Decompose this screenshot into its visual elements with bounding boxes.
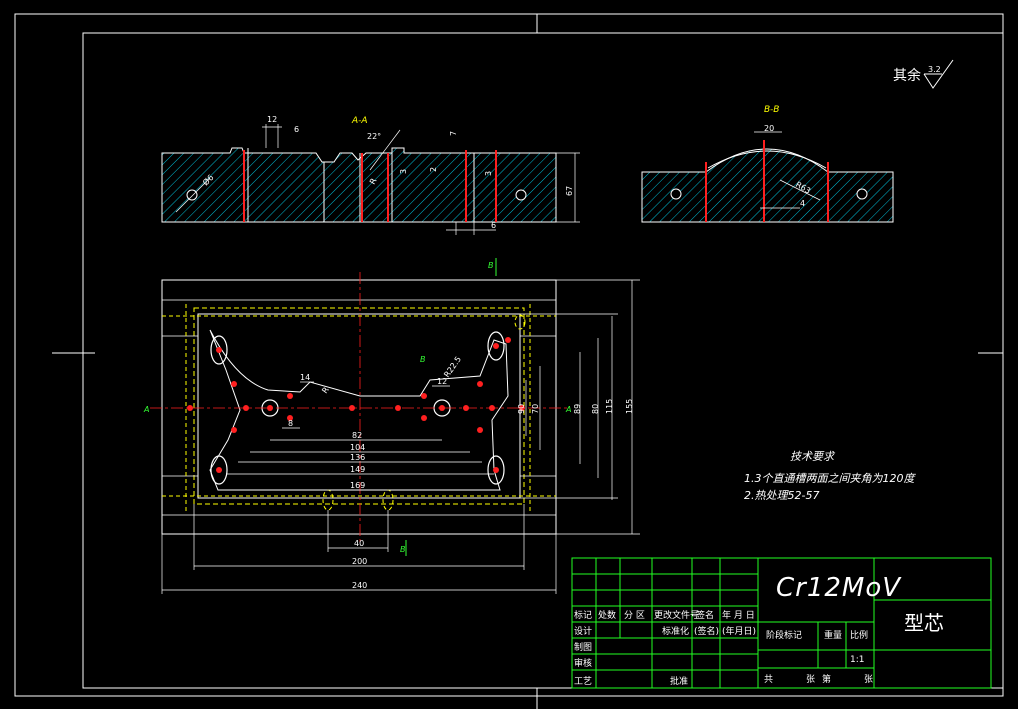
dim-aa-12: 12	[267, 115, 277, 124]
tb-approve: 批准	[670, 675, 688, 687]
dim-plan-115: 115	[605, 399, 614, 414]
tb-sheet-label: 张	[806, 674, 815, 685]
dim-bb-20: 20	[764, 124, 774, 133]
roughness-value: 3.2	[928, 65, 941, 74]
tb-review: 审核	[574, 657, 592, 669]
dim-plan-8: 8	[288, 419, 293, 428]
section-aa-body	[161, 147, 557, 223]
tb-sign-paren: (签名)	[694, 625, 719, 637]
dim-plan-90: 90	[517, 404, 526, 414]
inner-frame	[82, 32, 1004, 689]
dim-plan-80: 80	[591, 404, 600, 414]
tb-count: 处数	[598, 609, 616, 621]
section-bb-body	[641, 148, 894, 223]
dim-aa-r: R	[368, 176, 379, 186]
tb-sign: 签名	[696, 609, 714, 621]
tb-stage: 阶段标记	[766, 629, 802, 641]
dim-plan-12: 12	[437, 377, 447, 386]
dim-aa-2: 2	[429, 167, 438, 172]
dim-plan-14: 14	[300, 373, 310, 382]
dim-plan-r22: R22.5	[442, 355, 463, 379]
tb-drafting: 制图	[574, 641, 592, 653]
roughness-note: 其余	[893, 67, 921, 84]
tb-design: 设计	[574, 625, 592, 637]
dim-plan-r: R	[320, 385, 331, 395]
dim-aa-3a: 3	[399, 169, 408, 174]
dim-aa-67: 67	[565, 186, 574, 196]
tb-weight: 重量	[824, 629, 842, 641]
dim-aa-7: 7	[449, 131, 458, 136]
section-bb-label: B-B	[764, 105, 779, 115]
dim-plan-89: 89	[573, 404, 582, 414]
view-mark-b-detail: B	[420, 355, 426, 364]
tb-sheet-label2: 张	[864, 674, 873, 685]
dim-plan-136: 136	[350, 453, 365, 462]
view-mark-b-top: B	[488, 261, 494, 270]
dim-plan-240: 240	[352, 581, 367, 590]
tb-date: 年 月 日	[722, 609, 755, 621]
tb-standardize: 标准化	[662, 625, 689, 637]
roughness-symbol: 其余 3.2	[893, 59, 954, 89]
plan-view: A A B B B 14 12 8 82	[143, 258, 640, 594]
dim-plan-82: 82	[352, 431, 362, 440]
material-text: Cr12MoV	[776, 573, 902, 603]
tb-mark: 标记	[574, 609, 592, 621]
title-block-text: Cr12MoV 型芯 标记 处数 分 区 更改文件号 签名 年 月 日 设计 标…	[574, 573, 944, 687]
view-mark-a-right: A	[565, 405, 571, 414]
tb-zone: 分 区	[624, 610, 645, 621]
view-mark-b-bottom: B	[400, 545, 406, 554]
section-aa-label: A-A	[351, 116, 368, 126]
title-block	[571, 557, 992, 689]
part-name-text: 型芯	[904, 611, 944, 635]
dim-plan-149: 149	[350, 465, 365, 474]
tech-requirements: 技术要求 1.3个直通槽两面之间夹角为120度 2.热处理52-57	[744, 450, 916, 502]
tb-scale-value: 1:1	[850, 655, 864, 665]
tb-process: 工艺	[574, 676, 592, 687]
dim-plan-104: 104	[350, 443, 365, 452]
dim-plan-200: 200	[352, 557, 367, 566]
tb-change-doc: 更改文件号	[654, 609, 699, 621]
dim-plan-70: 70	[531, 404, 540, 414]
tb-sheet-no: 第	[822, 673, 831, 685]
section-aa-view: A-A 12 6	[161, 115, 580, 235]
dim-plan-155: 155	[625, 399, 634, 414]
section-bb-view: B-B 20 R63 4	[641, 105, 894, 223]
plan-outline	[161, 279, 557, 535]
tech-req-title: 技术要求	[790, 450, 836, 463]
tb-date-paren: (年月日)	[722, 625, 756, 637]
dim-aa-3b: 3	[484, 171, 493, 176]
view-mark-a-left: A	[143, 405, 149, 414]
dim-plan-40: 40	[354, 539, 364, 548]
tech-req-item-1: 1.3个直通槽两面之间夹角为120度	[744, 472, 916, 485]
tb-scale: 比例	[850, 629, 868, 641]
dim-aa-angle: 22°	[367, 132, 381, 141]
tb-sheet-total: 共	[764, 674, 773, 685]
dim-aa-6: 6	[294, 125, 299, 134]
dim-aa-6b: 6	[491, 221, 496, 230]
dim-bb-4: 4	[800, 199, 805, 208]
tech-req-item-2: 2.热处理52-57	[744, 489, 819, 502]
plan-insert-dashed	[193, 307, 525, 505]
dim-plan-169: 169	[350, 481, 365, 490]
